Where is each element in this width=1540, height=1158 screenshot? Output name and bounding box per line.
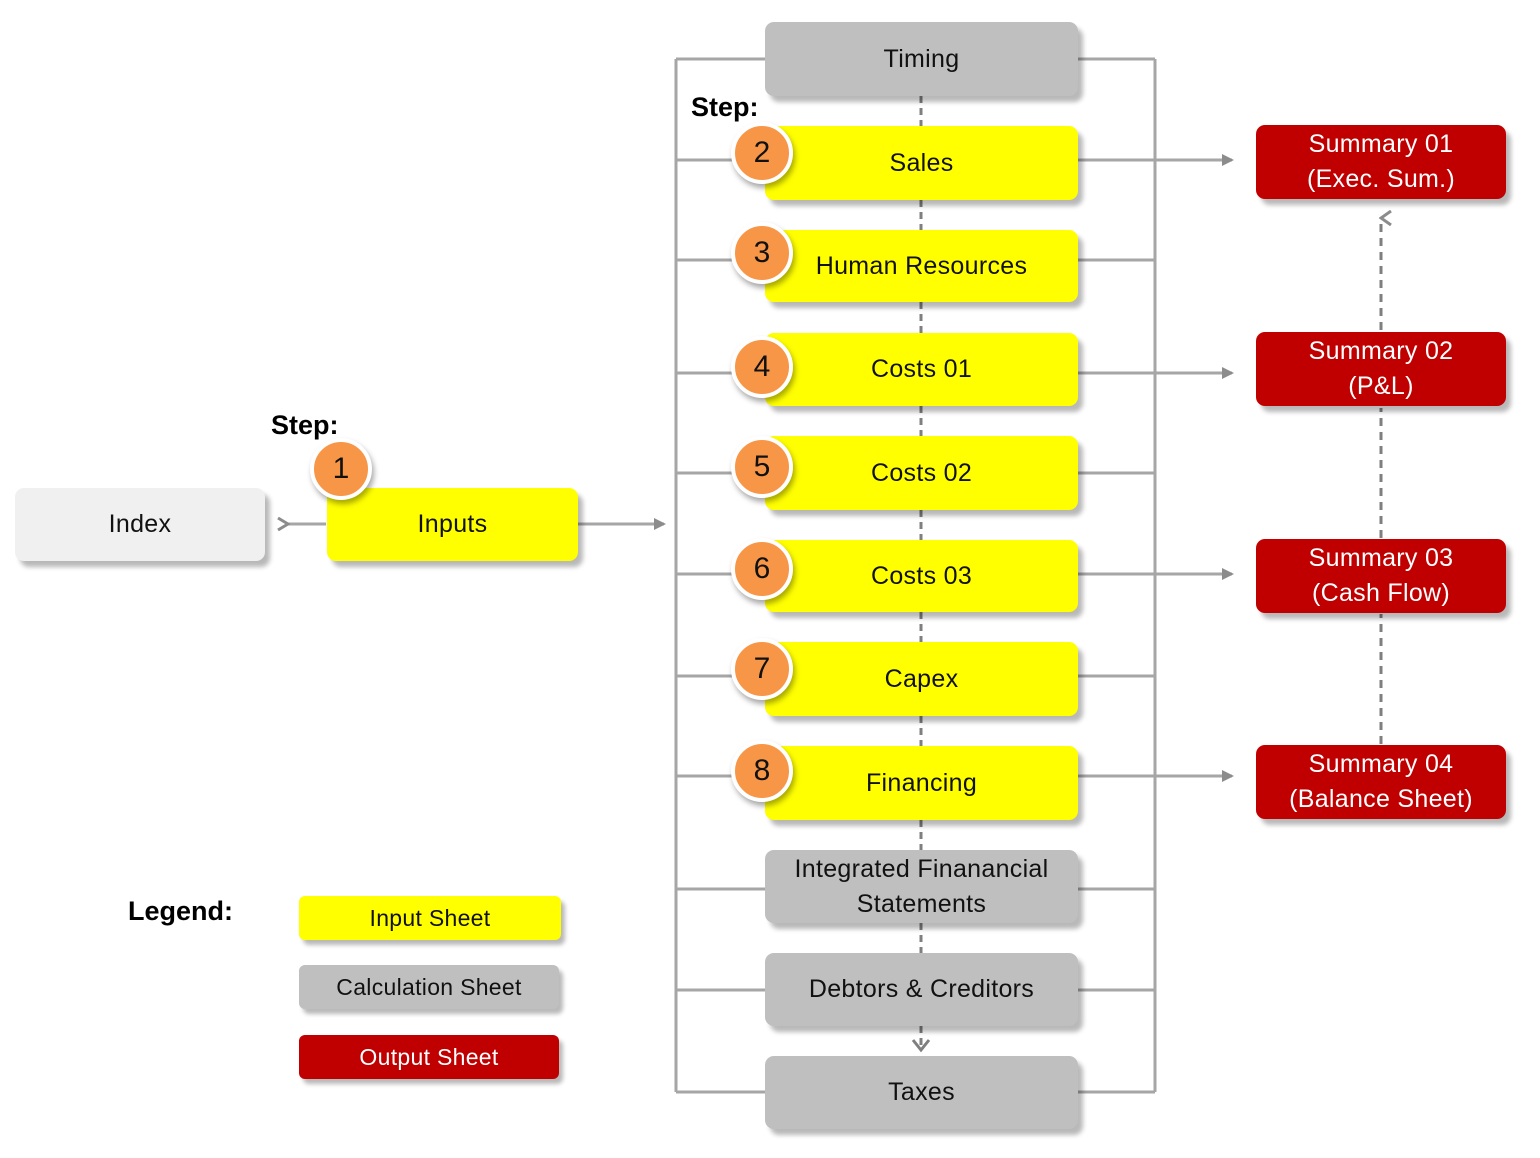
step-label-middle: Step: [691, 92, 759, 122]
index-box[interactable]: Index [15, 488, 265, 561]
legend-title: Legend: [128, 896, 233, 926]
debtors-creditors-box[interactable]: Debtors & Creditors [765, 953, 1078, 1026]
capex-box[interactable]: Capex [765, 642, 1078, 716]
summary-04-box[interactable]: Summary 04 (Balance Sheet) [1256, 745, 1506, 819]
step-badge-7: 7 [731, 638, 793, 700]
sales-box[interactable]: Sales [765, 126, 1078, 200]
timing-box[interactable]: Timing [765, 22, 1078, 96]
taxes-box[interactable]: Taxes [765, 1056, 1078, 1129]
summary-01-box[interactable]: Summary 01 (Exec. Sum.) [1256, 125, 1506, 199]
integrated-financial-statements-box[interactable]: Integrated Finanancial Statements [765, 850, 1078, 923]
step-badge-2: 2 [731, 122, 793, 184]
step-badge-1: 1 [310, 438, 372, 500]
step-badge-6: 6 [731, 538, 793, 600]
summary-03-box[interactable]: Summary 03 (Cash Flow) [1256, 539, 1506, 613]
legend-calculation-sheet: Calculation Sheet [299, 965, 559, 1009]
human-resources-box[interactable]: Human Resources [765, 230, 1078, 302]
step-badge-3: 3 [731, 222, 793, 284]
step-badge-5: 5 [731, 436, 793, 498]
inputs-box[interactable]: Inputs [327, 488, 578, 561]
step-badge-8: 8 [731, 740, 793, 802]
costs-02-box[interactable]: Costs 02 [765, 436, 1078, 510]
step-badge-4: 4 [731, 336, 793, 398]
summary-02-box[interactable]: Summary 02 (P&L) [1256, 332, 1506, 406]
costs-03-box[interactable]: Costs 03 [765, 540, 1078, 612]
legend-input-sheet: Input Sheet [299, 896, 561, 940]
legend-output-sheet: Output Sheet [299, 1035, 559, 1079]
costs-01-box[interactable]: Costs 01 [765, 333, 1078, 406]
step-label-left: Step: [271, 410, 339, 440]
financing-box[interactable]: Financing [765, 746, 1078, 820]
